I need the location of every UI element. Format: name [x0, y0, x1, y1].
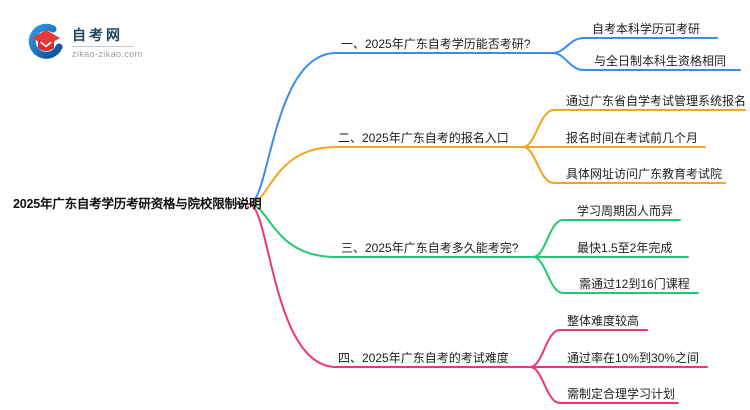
branch-4-label[interactable]: 四、2025年广东自考的考试难度 — [338, 351, 509, 365]
branch-2-child-3[interactable]: 具体网址访问广东教育考试院 — [566, 167, 723, 181]
site-url: zikao-zikao.com — [72, 49, 143, 59]
branch-3-child-1[interactable]: 学习周期因人而异 — [577, 204, 674, 218]
branch-2-lines — [248, 109, 746, 205]
root-topic[interactable]: 2025年广东自考学历考研资格与院校限制说明 — [13, 197, 262, 211]
graduation-cap-logo-icon — [28, 23, 63, 59]
site-logo[interactable]: 自考网 zikao-zikao.com — [27, 23, 143, 63]
logo-divider — [72, 46, 134, 47]
branch-4-child-1[interactable]: 整体难度较高 — [567, 314, 640, 328]
branch-4-child-2[interactable]: 通过率在10%到30%之间 — [567, 351, 700, 365]
branch-2-child-1[interactable]: 通过广东省自学考试管理系统报名 — [566, 94, 747, 108]
branch-1-label[interactable]: 一、2025年广东自考学历能否考研? — [341, 37, 531, 51]
branch-4-child-3[interactable]: 需制定合理学习计划 — [567, 387, 676, 401]
branch-2-child-2[interactable]: 报名时间在考试前几个月 — [566, 131, 699, 145]
logo-text-block: 自考网 zikao-zikao.com — [72, 27, 143, 59]
branch-3-child-2[interactable]: 最快1.5至2年完成 — [577, 241, 673, 255]
branch-3-lines — [248, 203, 699, 294]
branch-2-label[interactable]: 二、2025年广东自考的报名入口 — [338, 131, 509, 145]
branch-1-lines — [248, 37, 741, 205]
branch-1-child-1[interactable]: 自考本科学历可考研 — [592, 22, 701, 36]
branch-3-label[interactable]: 三、2025年广东自考多久能考完? — [341, 241, 519, 255]
branch-1-child-2[interactable]: 与全日制本科生资格相同 — [594, 54, 727, 68]
site-name: 自考网 — [72, 27, 123, 43]
branch-3-child-3[interactable]: 需通过12到16门课程 — [579, 277, 690, 291]
branch-4-lines — [248, 203, 708, 404]
